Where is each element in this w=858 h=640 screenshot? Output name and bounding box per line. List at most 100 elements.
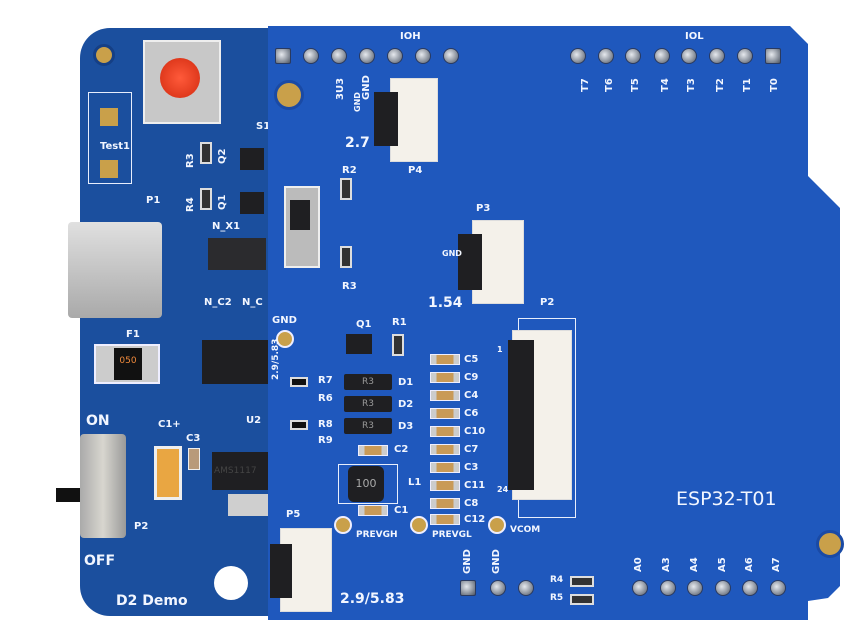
r7-label: R7 [318, 375, 333, 386]
pin-label-a4: A4 [689, 557, 700, 572]
header-pin[interactable] [443, 48, 459, 64]
d1-label: D1 [398, 377, 414, 388]
touch-pin-t3[interactable] [681, 48, 697, 64]
pin-label-a7: A7 [771, 557, 782, 572]
connector-p4[interactable] [390, 78, 438, 162]
header-pin-gnd[interactable] [359, 48, 375, 64]
header-pin[interactable] [415, 48, 431, 64]
touch-pin-t2[interactable] [709, 48, 725, 64]
usb-c-port[interactable] [68, 222, 162, 318]
header-pin[interactable] [303, 48, 319, 64]
p3-gnd-label: GND [442, 249, 462, 258]
bottom-pin-gnd[interactable] [490, 580, 506, 596]
power-switch[interactable] [80, 434, 126, 538]
c3-label: C3 [186, 433, 201, 444]
connector-p4-latch [374, 92, 398, 146]
iol-label: IOL [685, 31, 704, 42]
n-c-label: N_C [242, 297, 263, 308]
bottom-pin[interactable] [518, 580, 534, 596]
analog-pin-a4[interactable] [687, 580, 703, 596]
connector-p3-latch [458, 234, 482, 290]
r2-label: R2 [342, 165, 357, 176]
resistor [200, 142, 212, 164]
prevgl-label: PREVGL [432, 530, 472, 540]
regulator-tab [228, 494, 270, 516]
vcom-label: VCOM [510, 525, 541, 535]
p5-size-label: 2.9/5.83 [340, 591, 405, 607]
ic-chip [202, 340, 268, 384]
header-pin[interactable] [275, 48, 291, 64]
p5-label: P5 [286, 509, 301, 520]
connector-p5-latch [270, 544, 292, 598]
resistor-r7 [290, 377, 308, 387]
f1-label: F1 [126, 329, 140, 340]
analog-pin-a6[interactable] [742, 580, 758, 596]
capacitor-label: C11 [464, 480, 486, 491]
pin-label-t2: T2 [715, 78, 726, 92]
r5-label: R5 [550, 593, 564, 603]
resistor-r4 [570, 576, 594, 587]
pin-label-t3: T3 [686, 78, 697, 92]
resistor [392, 334, 404, 356]
resistor [340, 178, 352, 200]
p4-label: P4 [408, 165, 423, 176]
touch-pin-t7[interactable] [570, 48, 586, 64]
pin-label-3v3: 3U3 [335, 77, 346, 100]
on-label: ON [86, 413, 110, 429]
capacitor [430, 462, 460, 473]
p1-label: P1 [146, 195, 161, 206]
diode-d1: R3 [344, 374, 392, 390]
touch-pin-t6[interactable] [598, 48, 614, 64]
analog-pin-a0[interactable] [632, 580, 648, 596]
touch-pin-t1[interactable] [737, 48, 753, 64]
n-c2-label: N_C2 [204, 297, 232, 308]
fpc-pin24-label: 24 [497, 485, 509, 494]
switch-lever[interactable] [56, 488, 82, 502]
s1-label: S1 [256, 121, 271, 132]
ioh-label: IOH [400, 31, 421, 42]
resistor [200, 188, 212, 210]
pin-label-t1: T1 [742, 78, 753, 92]
c2-label: C2 [394, 444, 409, 455]
fpc-pin1-label: 1 [497, 345, 503, 354]
capacitor [430, 480, 460, 491]
pin-label-a0: A0 [633, 557, 644, 572]
pin-label-gnd: GND [491, 549, 502, 574]
capacitor-label: C12 [464, 514, 486, 525]
shield-board [268, 26, 840, 620]
regulator: AMS1117 [212, 452, 270, 490]
test-outline [88, 92, 132, 184]
transistor [346, 334, 372, 354]
r6-label: R6 [318, 393, 333, 404]
resistor-r8 [290, 420, 308, 430]
l1-label: L1 [408, 477, 422, 488]
bottom-pin-gnd[interactable] [460, 580, 476, 596]
header-pin[interactable] [387, 48, 403, 64]
capacitor [430, 354, 460, 365]
u2-label: U2 [246, 415, 262, 426]
off-label: OFF [84, 553, 116, 569]
p4-size-label: 2.7 [345, 135, 370, 151]
analog-pin-a5[interactable] [715, 580, 731, 596]
capacitor-label: C10 [464, 426, 486, 437]
switch-slider[interactable] [290, 200, 310, 230]
touch-pin-t4[interactable] [654, 48, 670, 64]
capacitor-c1 [358, 505, 388, 516]
c1-label: C1+ [158, 419, 181, 430]
q2-label: Q2 [217, 148, 228, 164]
header-pin-3v3[interactable] [331, 48, 347, 64]
q1-label: Q1 [217, 194, 228, 210]
pin-label-t6: T6 [604, 78, 615, 92]
pin-label-a6: A6 [744, 557, 755, 572]
analog-pin-a7[interactable] [770, 580, 786, 596]
analog-pin-a3[interactable] [660, 580, 676, 596]
r4-label: R4 [185, 197, 196, 212]
capacitor-c2 [358, 445, 388, 456]
p4-gnd-label: GND [353, 92, 362, 112]
touch-pin-t5[interactable] [625, 48, 641, 64]
tantalum-capacitor [154, 446, 182, 500]
resistor-r5 [570, 594, 594, 605]
pin-label-t7: T7 [580, 78, 591, 92]
touch-pin-t0[interactable] [765, 48, 781, 64]
reset-button[interactable] [160, 58, 200, 98]
